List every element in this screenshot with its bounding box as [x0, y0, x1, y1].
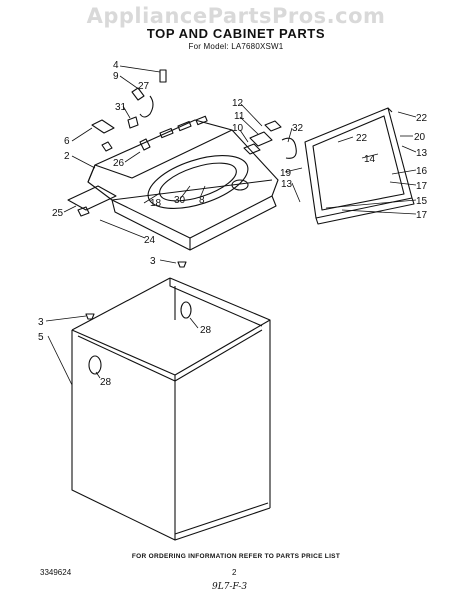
page-number: 2 — [232, 568, 237, 577]
callout-label: 16 — [416, 166, 428, 177]
callout-label: 26 — [113, 158, 125, 169]
callout-label: 10 — [232, 123, 244, 134]
callout-label: 2 — [64, 151, 70, 162]
callout-label: 3 — [38, 317, 44, 328]
callout-label: 31 — [115, 102, 127, 113]
cabinet-drawing — [71, 277, 271, 541]
callout-label: 28 — [200, 325, 212, 336]
document-part-number: 3349624 — [40, 568, 72, 577]
callout-label: 24 — [144, 235, 156, 246]
top-panel-drawing — [87, 115, 279, 251]
hinge-parts-drawing — [91, 69, 167, 152]
callout-label: 8 — [199, 195, 205, 206]
callout-label: 22 — [356, 133, 368, 144]
callout-label: 20 — [414, 132, 426, 143]
handwritten-note: 9L7-F-3 — [212, 582, 248, 592]
callout-label: 13 — [416, 148, 428, 159]
callout-label: 17 — [416, 181, 428, 192]
screws-drawing — [85, 261, 187, 320]
callout-label: 32 — [292, 123, 304, 134]
leader-lines — [45, 65, 417, 386]
lid-switch-drawing — [67, 185, 117, 217]
callout-label: 14 — [364, 154, 376, 165]
callout-label: 22 — [416, 113, 428, 124]
callout-label: 5 — [38, 332, 44, 343]
page-title: TOP AND CABINET PARTS — [146, 26, 326, 41]
callout-label: 13 — [281, 179, 293, 190]
ordering-note: FOR ORDERING INFORMATION REFER TO PARTS … — [131, 553, 341, 560]
callout-label: 15 — [416, 196, 428, 207]
callout-label: 25 — [52, 208, 64, 219]
lid-drawing — [304, 107, 415, 225]
callout-label: 19 — [280, 168, 292, 179]
callout-label: 3 — [150, 256, 156, 267]
watermark: AppliancePartsPros.com — [86, 4, 386, 28]
callout-label: 4 — [113, 60, 119, 71]
switch-parts-drawing — [243, 120, 297, 159]
callout-label: 18 — [150, 198, 162, 209]
model-subtitle: For Model: LA7680XSW1 — [188, 42, 284, 51]
callout-label: 11 — [234, 111, 245, 122]
callout-label: 9 — [113, 71, 119, 82]
callout-label: 27 — [138, 81, 150, 92]
callout-label: 12 — [232, 98, 244, 109]
callout-label: 28 — [100, 377, 112, 388]
callout-label: 17 — [416, 210, 428, 221]
callout-label: 6 — [64, 136, 70, 147]
callout-label: 30 — [174, 195, 186, 206]
